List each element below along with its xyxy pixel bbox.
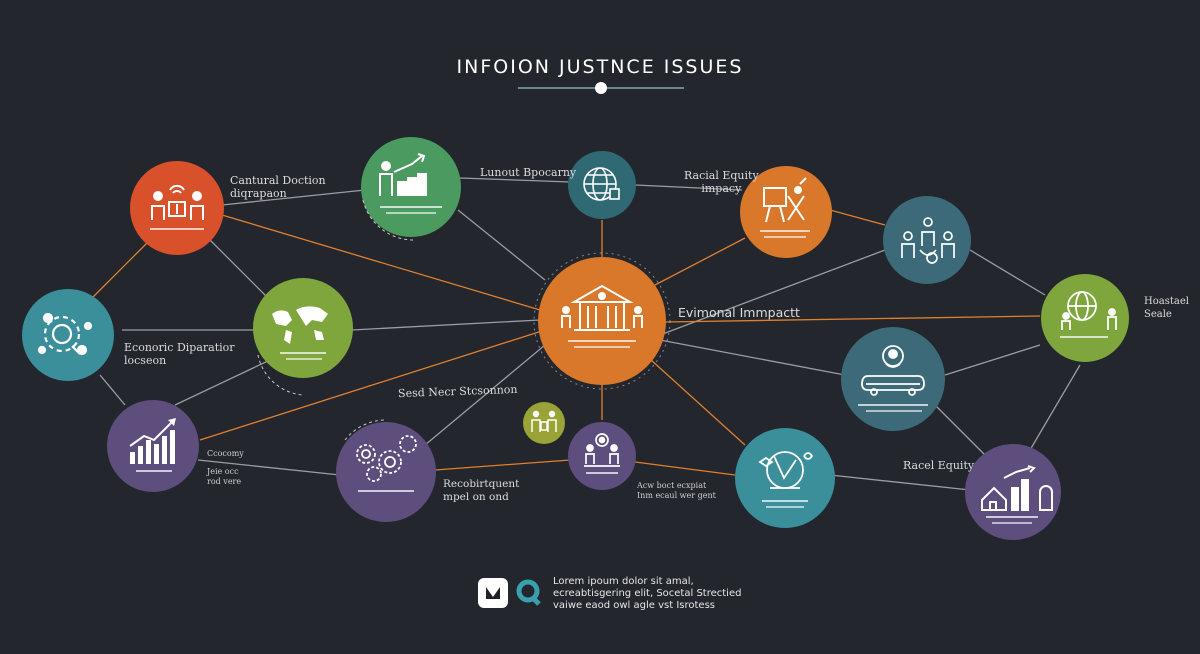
node-gears-purple[interactable] — [336, 419, 436, 522]
diagram-title: INFOION JUSTNCE ISSUES — [456, 56, 744, 78]
footer-line-1: Lorem ipoum dolor sit amal, — [553, 576, 694, 587]
edge — [221, 189, 366, 206]
globe-people-icon — [1061, 291, 1117, 330]
node-chart-purple[interactable] — [107, 400, 199, 492]
edge — [639, 349, 746, 446]
node-growth-green[interactable] — [361, 137, 461, 241]
edge — [199, 329, 546, 441]
node-family-olive[interactable] — [523, 402, 565, 444]
node-map-cyan[interactable] — [735, 428, 835, 528]
world-map-icon — [272, 306, 328, 344]
edge — [424, 344, 546, 446]
node-center-orange[interactable] — [533, 252, 671, 390]
edge — [944, 344, 1041, 376]
node-globe-teal[interactable] — [568, 151, 636, 219]
label-lunout: Lunout Bpocarny — [480, 166, 577, 179]
edge — [659, 249, 886, 336]
globe-icon — [583, 167, 620, 201]
edge — [459, 177, 571, 183]
edge — [659, 339, 846, 376]
edge — [197, 459, 341, 476]
edge — [969, 249, 1046, 296]
footer-text: Lorem ipoum dolor sit amal, ecreabtisger… — [553, 576, 741, 612]
edge — [934, 404, 986, 456]
label-recontrument: Recobirtquent mpel on ond — [443, 478, 520, 503]
people-money-icon — [151, 184, 204, 220]
label-hospital: Hoastael Seale — [1144, 296, 1189, 320]
edge — [351, 319, 541, 331]
edge — [457, 209, 546, 281]
gear-network-icon — [37, 312, 93, 356]
label-economic: Econoric Diparatior locseon — [124, 341, 235, 367]
growth-chart-icon — [379, 153, 427, 196]
edge — [664, 315, 1041, 323]
node-house-purple[interactable] — [965, 444, 1061, 540]
person-car-icon — [861, 345, 925, 396]
connection-edges — [89, 177, 1081, 491]
label-racial-top: Racial Equity impacy — [684, 169, 759, 195]
family-icon — [531, 410, 557, 432]
label-racial-bottom: Racel Equity — [903, 459, 975, 472]
group-icon — [901, 217, 955, 264]
housing-chart-icon — [981, 465, 1053, 511]
edge — [634, 184, 743, 191]
easel-icon — [763, 177, 807, 223]
node-map-lime[interactable] — [253, 278, 353, 396]
location-map-icon — [758, 451, 814, 489]
title-divider — [518, 82, 684, 94]
edge — [209, 239, 271, 301]
node-globe-lime[interactable] — [1041, 274, 1129, 362]
label-bottom-mid-caption: Acw boct ecxpiat Inm ecaul wer gent — [637, 481, 716, 500]
node-equity-orange[interactable] — [740, 166, 832, 258]
edge — [221, 214, 541, 311]
label-economy-sub: Jeie occ rod vere — [207, 467, 242, 486]
node-people-slate[interactable] — [883, 196, 971, 284]
edge — [99, 374, 126, 406]
node-person-slate[interactable] — [841, 327, 945, 431]
person-icon — [584, 433, 620, 467]
label-environmental: Evimonal Immpactt — [678, 305, 800, 320]
edge — [829, 209, 886, 226]
edge — [89, 239, 151, 301]
node-person-purple[interactable] — [568, 422, 636, 490]
q-logo-icon — [514, 578, 544, 608]
label-economy: Ccocomy — [207, 449, 244, 458]
node-economic-red[interactable] — [130, 161, 224, 255]
bookmark-logo-icon — [478, 578, 508, 608]
label-cultural: Cantural Doction diqrapaon — [230, 174, 326, 200]
footer-line-2: ecreabtisgering elit, Socetal Strectied — [553, 588, 742, 599]
edge — [434, 459, 571, 471]
bar-chart-icon — [129, 418, 176, 464]
footer-line-3: vaiwe eaod owl agle vst Isrotess — [553, 600, 715, 611]
edge — [174, 359, 271, 406]
node-gear-cyan[interactable] — [22, 289, 114, 381]
gears-icon — [356, 435, 417, 482]
institution-icon — [561, 284, 643, 331]
edge — [634, 461, 736, 476]
edge — [654, 237, 746, 286]
edge — [829, 474, 971, 491]
edge — [1029, 364, 1081, 451]
